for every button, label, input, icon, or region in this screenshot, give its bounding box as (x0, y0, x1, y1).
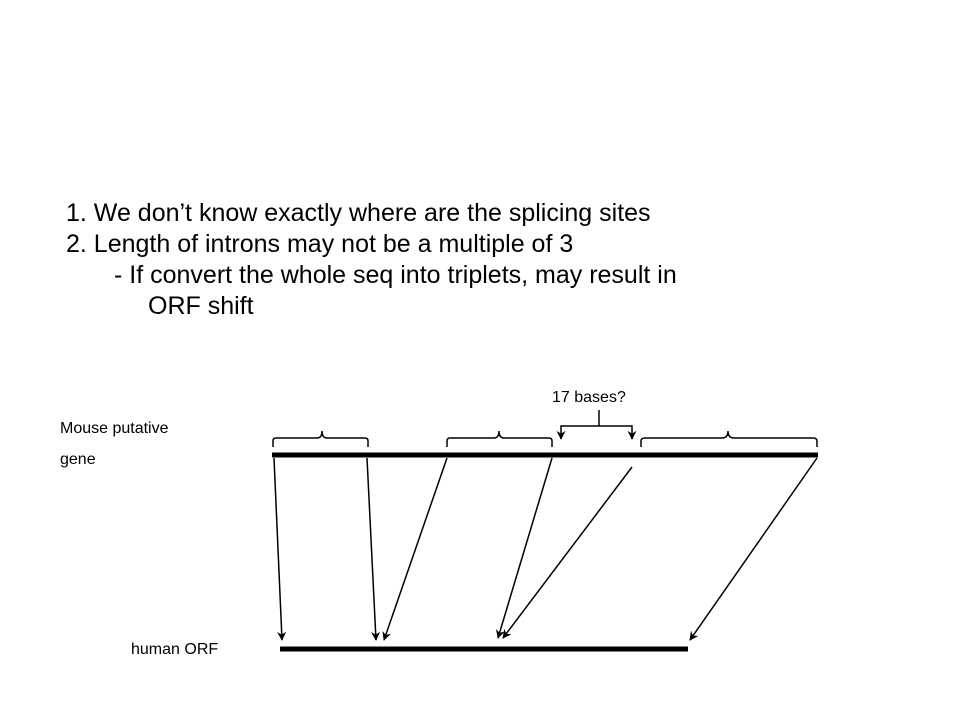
exon-brace-3 (640, 430, 818, 447)
mapping-arrow-3 (382, 457, 448, 641)
bases-annotation-label: 17 bases? (552, 389, 626, 406)
bullet-subitem-continuation: ORF shift (148, 292, 254, 320)
mapping-arrow-1 (273, 457, 287, 641)
mouse-gene-label-line2: gene (60, 451, 96, 468)
bullet-list: 1. We don’t know exactly where are the s… (66, 198, 926, 322)
exon-brace-1 (272, 430, 369, 447)
mapping-arrow-4 (496, 457, 553, 639)
bases-bracket (556, 425, 637, 440)
bullet-item-1: 1. We don’t know exactly where are the s… (66, 199, 651, 227)
human-orf-label: human ORF (131, 641, 218, 658)
bullet-item-2: 2. Length of introns may not be a multip… (66, 230, 574, 258)
exon-brace-2 (446, 430, 553, 447)
mapping-arrow-6 (689, 457, 818, 641)
bullet-subitem-1: - If convert the whole seq into triplets… (114, 261, 677, 289)
mapping-arrow-5 (502, 466, 633, 639)
mouse-gene-label-line1: Mouse putative (60, 420, 169, 437)
mapping-arrow-2 (366, 457, 381, 641)
